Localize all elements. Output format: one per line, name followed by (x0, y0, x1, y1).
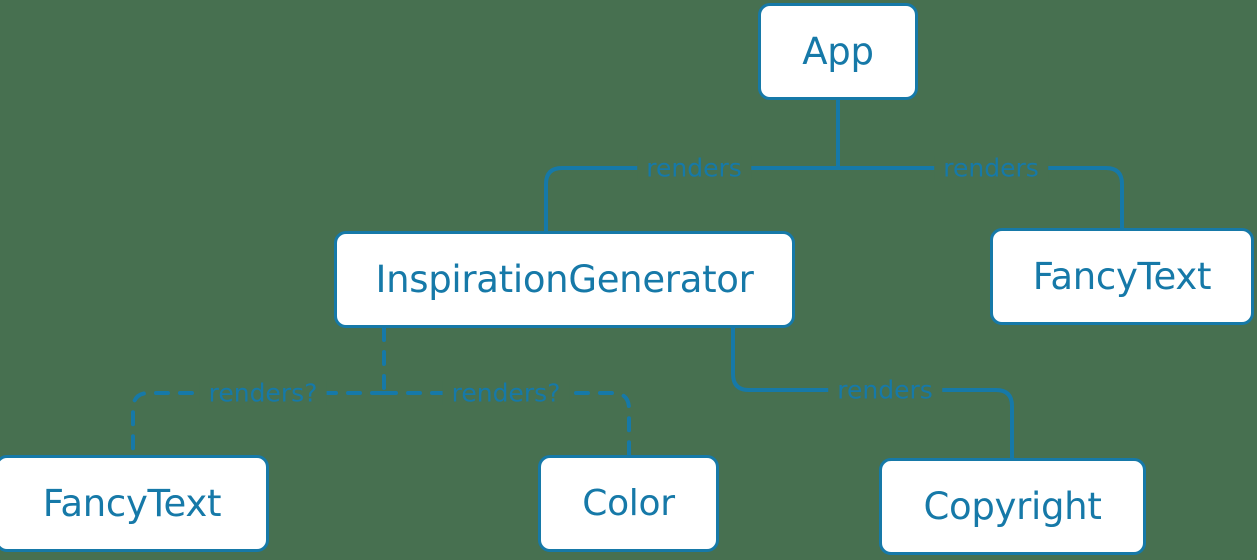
node-fancytext-bottom[interactable]: FancyText (0, 455, 269, 552)
node-copyright[interactable]: Copyright (879, 458, 1146, 555)
node-fancytext-top[interactable]: FancyText (990, 228, 1254, 325)
edge-label-app-to-fancytext: renders (934, 155, 1048, 181)
node-app-label: App (802, 30, 874, 73)
node-fancytext-top-label: FancyText (1032, 255, 1212, 298)
node-copyright-label: Copyright (923, 485, 1102, 528)
edge-label-inspirationgenerator-to-copyright: renders (828, 377, 942, 403)
edge-label-inspirationgenerator-to-color: renders? (442, 380, 570, 406)
node-inspirationgenerator[interactable]: InspirationGenerator (334, 231, 795, 328)
node-app[interactable]: App (758, 3, 918, 100)
edge-label-inspirationgenerator-to-fancytext: renders? (199, 380, 327, 406)
node-fancytext-bottom-label: FancyText (42, 482, 222, 525)
edge-label-app-to-inspirationgenerator: renders (637, 155, 751, 181)
node-color[interactable]: Color (538, 455, 719, 552)
node-color-label: Color (582, 482, 675, 524)
node-inspirationgenerator-label: InspirationGenerator (375, 258, 754, 301)
